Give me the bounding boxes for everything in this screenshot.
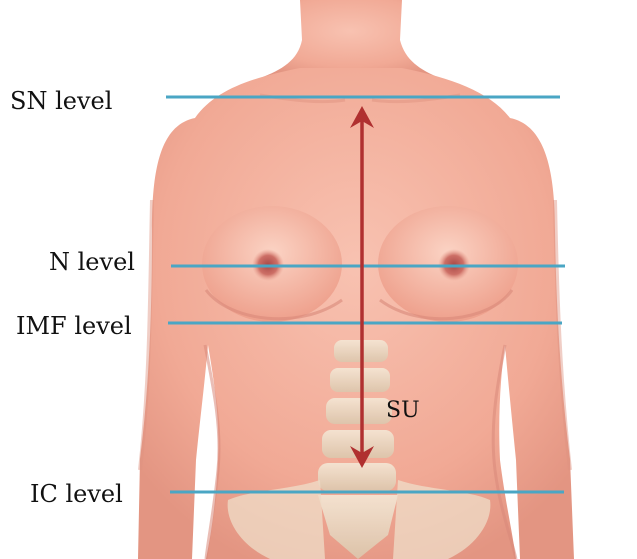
ic-level-label: IC level xyxy=(30,482,123,506)
sn-level-label: SN level xyxy=(10,89,112,113)
n-level-label: N level xyxy=(49,250,135,274)
su-arrow-label: SU xyxy=(386,398,420,423)
imf-level-label: IMF level xyxy=(16,314,132,338)
torso-illustration xyxy=(138,0,574,559)
